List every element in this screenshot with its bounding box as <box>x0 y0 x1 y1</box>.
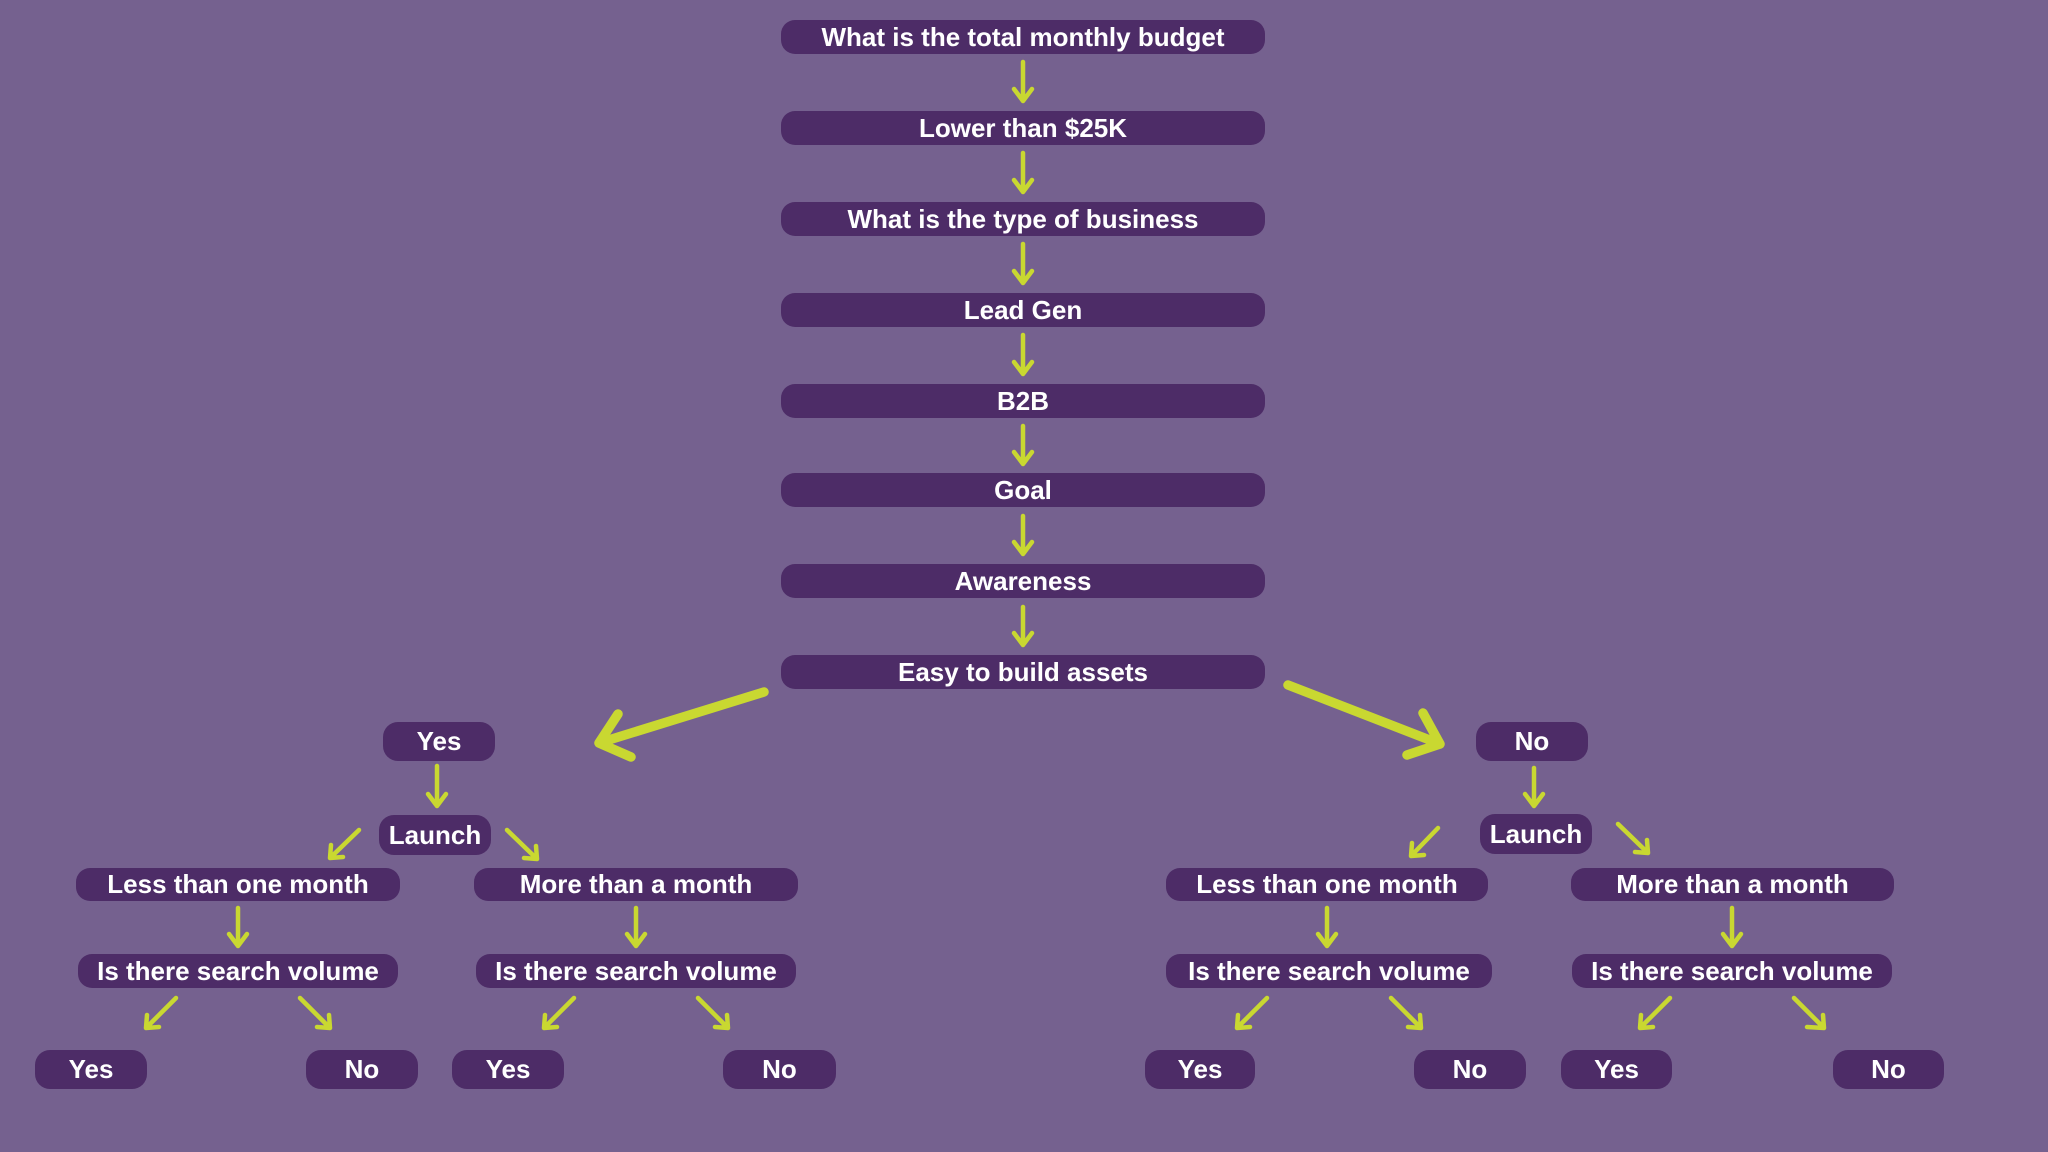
node-less-month-right: Less than one month <box>1166 868 1488 901</box>
arrow-more-month-left-to-search <box>624 905 648 949</box>
arrow-yes-to-launch-left <box>425 763 449 809</box>
arrow-goal-to-awareness <box>1011 513 1035 557</box>
arrow-easy-assets-to-no <box>1283 680 1445 760</box>
arrow-search-right2-to-no <box>1791 995 1827 1031</box>
node-more-month-left: More than a month <box>474 868 798 901</box>
arrow-launch-right-to-less-month <box>1408 825 1441 859</box>
arrow-lower25k-to-business-type <box>1011 150 1035 195</box>
arrow-search-left1-to-no <box>297 995 333 1031</box>
node-search-volume-right-2: Is there search volume <box>1572 954 1892 988</box>
node-outcome-yes-left-2: Yes <box>452 1050 564 1089</box>
node-more-month-right: More than a month <box>1571 868 1894 901</box>
node-less-month-left: Less than one month <box>76 868 400 901</box>
node-outcome-no-left-2: No <box>723 1050 836 1089</box>
node-lead-gen: Lead Gen <box>781 293 1265 327</box>
arrow-search-right1-to-no <box>1388 995 1424 1031</box>
node-awareness: Awareness <box>781 564 1265 598</box>
arrow-no-to-launch-right <box>1522 765 1546 809</box>
arrow-launch-left-to-more-month <box>504 827 540 862</box>
node-search-volume-left-1: Is there search volume <box>78 954 398 988</box>
node-budget-answer: Lower than $25K <box>781 111 1265 145</box>
node-launch-left: Launch <box>379 815 491 855</box>
node-goal: Goal <box>781 473 1265 507</box>
node-easy-assets-no: No <box>1476 722 1588 761</box>
node-search-volume-right-1: Is there search volume <box>1166 954 1492 988</box>
arrow-more-month-right-to-search <box>1720 905 1744 949</box>
arrow-budget-to-lower25k <box>1011 59 1035 104</box>
node-launch-right: Launch <box>1480 814 1592 854</box>
arrow-awareness-to-easy-assets <box>1011 604 1035 648</box>
arrow-search-right1-to-yes <box>1234 995 1270 1031</box>
arrow-search-left1-to-yes <box>143 995 179 1031</box>
node-outcome-yes-right-1: Yes <box>1145 1050 1255 1089</box>
node-outcome-yes-left-1: Yes <box>35 1050 147 1089</box>
node-outcome-no-right-2: No <box>1833 1050 1944 1089</box>
arrow-search-left2-to-no <box>695 995 731 1031</box>
arrow-b2b-to-goal <box>1011 423 1035 467</box>
arrow-easy-assets-to-yes <box>594 687 769 762</box>
node-outcome-no-right-1: No <box>1414 1050 1526 1089</box>
arrow-search-left2-to-yes <box>541 995 577 1031</box>
node-outcome-yes-right-2: Yes <box>1561 1050 1672 1089</box>
node-easy-assets-yes: Yes <box>383 722 495 761</box>
arrow-less-month-left-to-search <box>226 905 250 949</box>
arrow-leadgen-to-b2b <box>1011 332 1035 377</box>
node-b2b: B2B <box>781 384 1265 418</box>
node-outcome-no-left-1: No <box>306 1050 418 1089</box>
arrow-launch-left-to-less-month <box>327 827 362 861</box>
node-budget-question: What is the total monthly budget <box>781 20 1265 54</box>
arrow-business-type-to-leadgen <box>1011 241 1035 286</box>
arrow-search-right2-to-yes <box>1637 995 1673 1031</box>
node-business-type: What is the type of business <box>781 202 1265 236</box>
arrow-launch-right-to-more-month <box>1615 821 1651 856</box>
node-easy-assets: Easy to build assets <box>781 655 1265 689</box>
node-search-volume-left-2: Is there search volume <box>476 954 796 988</box>
arrow-less-month-right-to-search <box>1315 905 1339 949</box>
